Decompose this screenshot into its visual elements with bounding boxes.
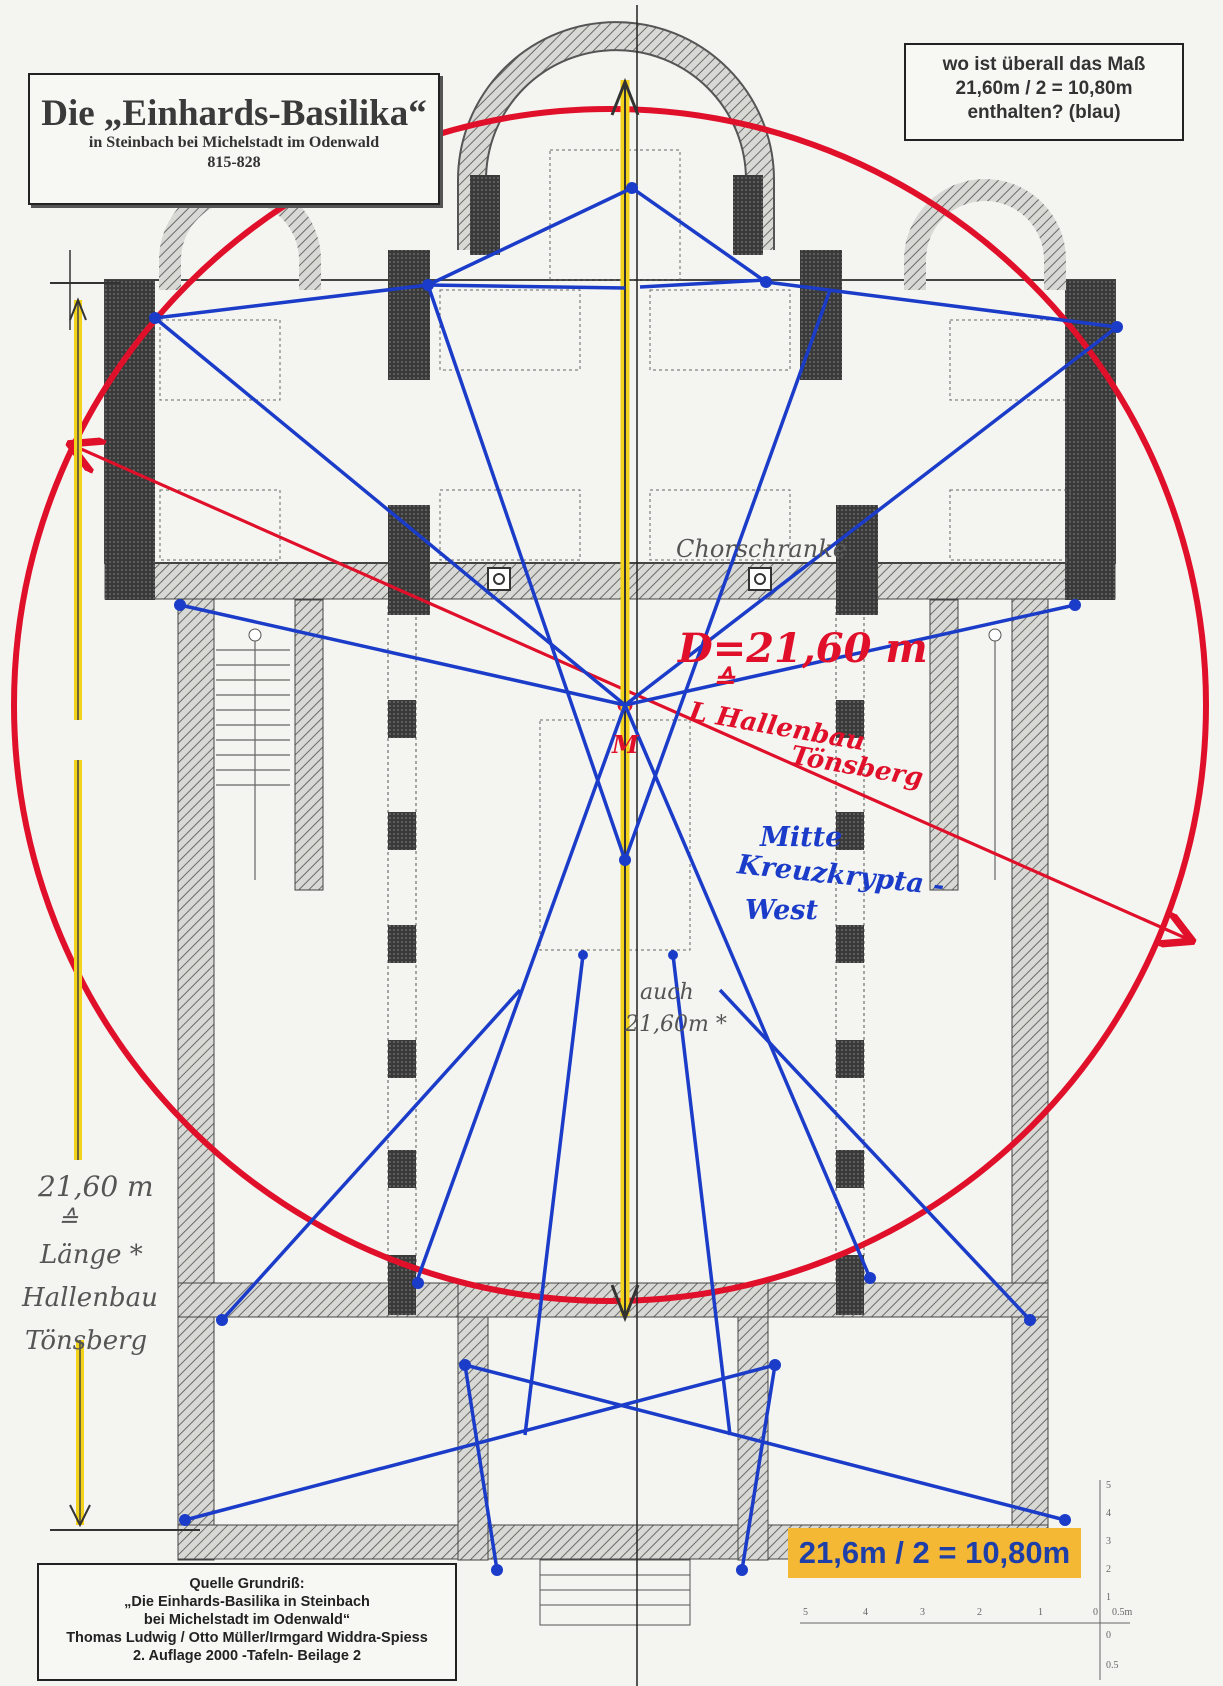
label-chorschranke: Chorschranke: [676, 535, 847, 563]
scale-h-half: 0.5m: [1112, 1607, 1133, 1618]
question-box: wo ist überall das Maß 21,60m / 2 = 10,8…: [904, 43, 1184, 141]
label-west: West: [745, 895, 818, 926]
label-left-laenge: Länge *: [40, 1240, 143, 1270]
question-line-2: 21,60m / 2 = 10,80m: [955, 78, 1133, 99]
scale-h-3: 3: [920, 1607, 925, 1618]
scale-h-5: 5: [803, 1607, 808, 1618]
scale-h-2: 2: [977, 1607, 982, 1618]
source-line-4: Thomas Ludwig / Otto Müller/Irmgard Widd…: [66, 1630, 428, 1646]
scale-h-0: 0: [1093, 1607, 1098, 1618]
label-left-value: 21,60 m: [38, 1170, 154, 1203]
blue-points: [149, 182, 1123, 1576]
label-left-toensberg: Tönsberg: [25, 1326, 148, 1356]
scale-h-1: 1: [1038, 1607, 1043, 1618]
building-walls: [104, 562, 1116, 1626]
label-center-m: M: [612, 730, 639, 759]
scale-bar: [800, 1480, 1130, 1680]
title-box: Die „Einhards-Basilika“ in Steinbach bei…: [28, 73, 440, 205]
main-axis: [610, 5, 640, 1686]
label-diameter: D=21,60 m: [678, 625, 928, 672]
red-construction: [11, 106, 1209, 1304]
page-title: Die „Einhards-Basilika“: [41, 93, 427, 134]
source-line-1: Quelle Grundriß:: [189, 1576, 305, 1592]
label-left-hallenbau: Hallenbau: [22, 1283, 158, 1313]
left-length-measure: [50, 250, 200, 1531]
red-circle-diameter: [11, 106, 1209, 1304]
scale-h-4: 4: [863, 1607, 868, 1618]
label-auch: auch: [640, 980, 694, 1005]
source-line-3: bei Michelstadt im Odenwald“: [143, 1612, 351, 1628]
blue-construction: [153, 186, 1119, 1571]
source-line-5: 2. Auflage 2000 -Tafeln- Beilage 2: [132, 1648, 362, 1664]
title-years: 815-828: [207, 154, 261, 171]
label-mitte: Mitte: [760, 822, 843, 853]
scale-v-half: 0.5: [1106, 1660, 1119, 1671]
source-line-2: „Die Einhards-Basilika in Steinbach: [124, 1594, 370, 1610]
label-corresponds: ≙: [713, 665, 735, 695]
title-location: in Steinbach bei Michelstadt im Odenwald: [88, 134, 380, 151]
scale-v-0: 0: [1106, 1630, 1111, 1641]
question-line-3: enthalten? (blau): [967, 102, 1121, 123]
label-auch-value: 21,60m *: [625, 1012, 727, 1037]
source-box: Quelle Grundriß: „Die Einhards-Basilika …: [37, 1563, 457, 1681]
scale-v-4: 4: [1106, 1508, 1111, 1519]
question-line-1: wo ist überall das Maß: [942, 54, 1146, 75]
scale-v-5: 5: [1106, 1480, 1111, 1491]
label-left-corr: ≙: [58, 1205, 79, 1233]
formula-highlight: 21,6m / 2 = 10,80m: [788, 1528, 1081, 1578]
scale-v-2: 2: [1106, 1564, 1111, 1575]
scale-v-3: 3: [1106, 1536, 1111, 1547]
scale-v-1: 1: [1106, 1592, 1111, 1603]
